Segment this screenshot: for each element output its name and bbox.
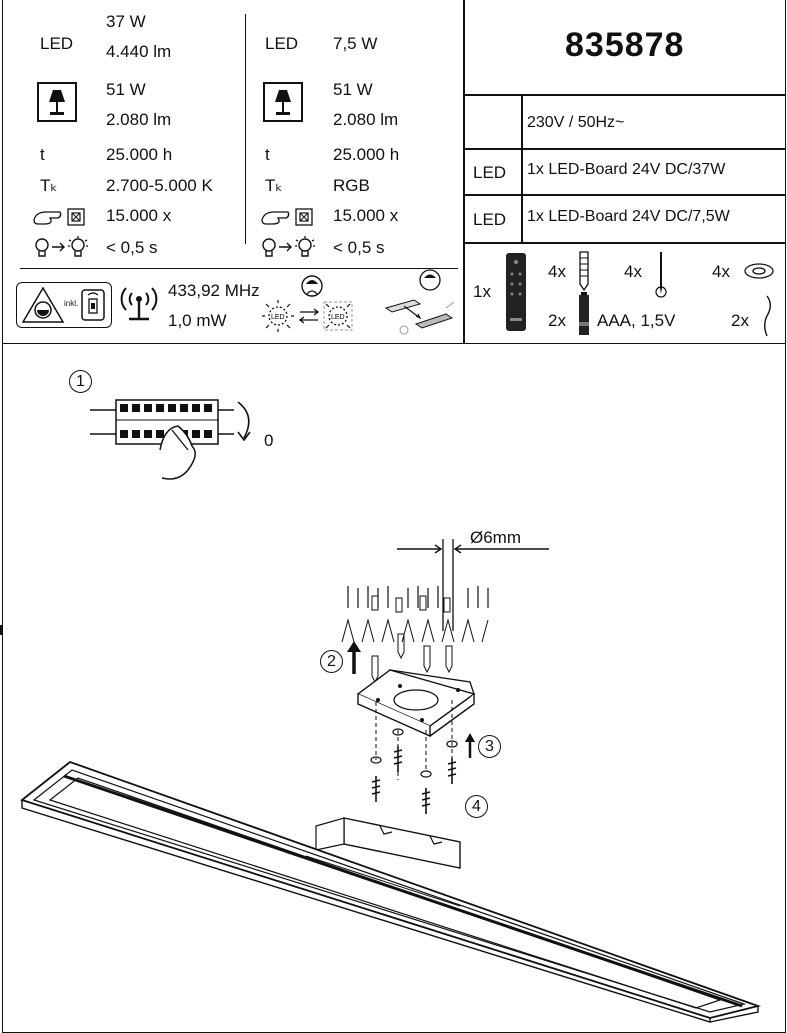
remote-frequency: 433,92 MHz xyxy=(168,281,260,300)
washer-icon xyxy=(744,263,774,279)
svg-text:LED: LED xyxy=(331,314,345,321)
arrow-up-icon-step3 xyxy=(465,733,475,758)
drill-diameter: Ø6mm xyxy=(470,528,521,547)
divider-right-2 xyxy=(463,148,786,150)
lamp-icon-right xyxy=(263,82,303,122)
life-label-right: t xyxy=(265,145,270,164)
electrician-icon xyxy=(301,275,323,297)
life-label-left: t xyxy=(40,145,45,164)
board-2-label: LED xyxy=(473,210,507,229)
step-1-marker: 1 xyxy=(69,370,92,393)
step-4-marker: 4 xyxy=(465,795,488,818)
battery-icon xyxy=(579,292,589,335)
divider-right-3 xyxy=(463,194,786,196)
board-1-text: 1x LED-Board 24V DC/37W xyxy=(527,161,726,178)
dowel-icon xyxy=(579,251,589,292)
voltage: 230V / 50Hz~ xyxy=(527,114,625,131)
mounting-bracket-illustration xyxy=(356,633,476,814)
cable-icon xyxy=(764,295,771,337)
breaker-panel-illustration xyxy=(90,399,251,480)
startup-time-icon-right xyxy=(262,236,315,257)
batteries-spec: AAA, 1,5V xyxy=(597,311,676,330)
luminaire-illustration xyxy=(20,760,762,1023)
drill-dimension xyxy=(397,539,549,631)
svg-text:LED: LED xyxy=(271,314,285,321)
screws-qty: 4x xyxy=(624,262,642,281)
remote-qty: 1x xyxy=(473,282,491,301)
temp-label-right: Tₖ xyxy=(265,176,283,195)
divider-left-remote xyxy=(20,268,458,269)
remote-part-icon xyxy=(506,253,526,331)
remote-control-icon xyxy=(81,289,105,321)
switch-cycles-left: 15.000 x xyxy=(106,206,172,225)
startup-time-icon xyxy=(35,236,88,257)
startup-left: < 0,5 s xyxy=(106,238,158,257)
lamp-icon xyxy=(37,82,77,122)
temp-right: RGB xyxy=(333,176,370,195)
ceiling-hatch xyxy=(341,586,489,643)
halogen-lumen-left: 2.080 lm xyxy=(106,110,172,129)
life-right: 25.000 h xyxy=(333,145,400,164)
page-edge-mark xyxy=(0,625,3,635)
remote-included-badge: inkl. xyxy=(16,282,112,328)
led-label-left: LED xyxy=(40,34,74,53)
arrow-up-icon xyxy=(347,641,361,674)
led-watt-left: 37 W xyxy=(106,12,146,31)
led-watt-right: 7,5 W xyxy=(333,34,378,53)
divider-vertical-main xyxy=(463,0,465,344)
board-1-label: LED xyxy=(473,163,507,182)
led-lumen-left: 4.440 lm xyxy=(106,42,172,61)
dimmer-icon xyxy=(21,286,65,323)
screw-icon xyxy=(655,252,667,298)
temp-left: 2.700-5.000 K xyxy=(106,176,213,195)
dowels-qty: 4x xyxy=(548,262,566,281)
switch-cycles-icon-right xyxy=(261,208,313,226)
divider-left-columns xyxy=(245,14,246,244)
temp-label-left: Tₖ xyxy=(40,176,58,195)
switch-cycles-icon xyxy=(33,208,85,226)
switch-cycles-right: 15.000 x xyxy=(333,206,399,225)
divider-right-col xyxy=(521,94,523,242)
life-left: 25.000 h xyxy=(106,145,173,164)
cables-qty: 2x xyxy=(731,311,749,330)
led-replace-icon: LED LED xyxy=(262,300,353,332)
remote-power: 1,0 mW xyxy=(168,311,227,330)
incl-label: inkl. xyxy=(64,299,79,308)
step-2-marker: 2 xyxy=(320,650,343,673)
divider-right-1 xyxy=(463,94,786,96)
halogen-watt-right: 51 W xyxy=(333,80,373,99)
board-2-text: 1x LED-Board 24V DC/7,5W xyxy=(527,208,730,225)
startup-right: < 0,5 s xyxy=(333,238,385,257)
divider-right-4 xyxy=(463,242,786,244)
off-symbol: 0 xyxy=(264,431,274,450)
driver-replace-icon xyxy=(384,269,455,335)
batteries-qty: 2x xyxy=(548,311,566,330)
halogen-lumen-right: 2.080 lm xyxy=(333,110,399,129)
radio-signal-icon xyxy=(120,287,158,321)
step-3-marker: 3 xyxy=(478,735,501,758)
article-number: 835878 xyxy=(565,26,685,64)
led-label-right: LED xyxy=(265,34,299,53)
washers-qty: 4x xyxy=(712,262,730,281)
halogen-watt-left: 51 W xyxy=(106,80,146,99)
